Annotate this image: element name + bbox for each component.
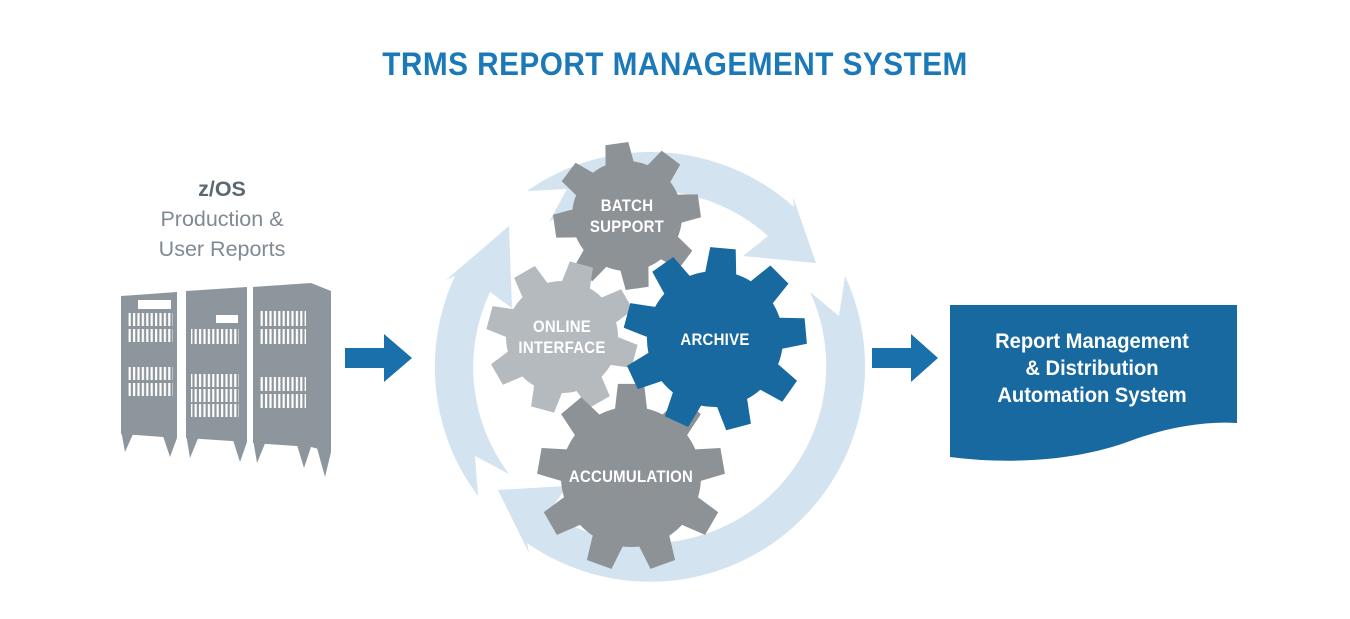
server-cabinet-2 (186, 287, 247, 442)
right-arrow-icon (872, 334, 938, 382)
output-box-line1: Report Management (995, 330, 1189, 353)
gear-label-batch-line1: BATCH (600, 196, 654, 215)
gear-label-accumulation-text: ACCUMULATION (568, 467, 694, 486)
server-foot (253, 439, 266, 463)
server-foot (317, 448, 331, 477)
server-foot (297, 445, 311, 468)
server-cabinet-1 (121, 292, 177, 438)
output-box (950, 305, 1237, 461)
gear-label-batch-line2: SUPPORT (589, 217, 665, 236)
right-arrow-icon (345, 334, 412, 382)
server-slot (138, 300, 171, 309)
server-foot (233, 440, 247, 462)
output-box-label: Report Management & Distribution Automat… (962, 328, 1221, 409)
gear-label-archive-text: ARCHIVE (680, 330, 750, 349)
source-label-line2: Production & (160, 207, 284, 231)
output-box-line2: & Distribution (1025, 357, 1159, 380)
gear-icon-online (486, 261, 638, 413)
server-foot (163, 436, 177, 457)
gear-label-online: ONLINE INTERFACE (500, 316, 623, 358)
gear-label-online-line2: INTERFACE (518, 338, 606, 357)
gear-label-accumulation: ACCUMULATION (561, 466, 702, 487)
gear-icon-accumulation (537, 383, 725, 569)
cycle-arc-left (434, 226, 512, 496)
server-foot (121, 430, 134, 452)
source-platform-label: z/OS (198, 177, 246, 201)
gear-label-archive: ARCHIVE (653, 329, 776, 350)
output-box-line3: Automation System (997, 384, 1187, 407)
source-label-line3: User Reports (158, 237, 286, 261)
gear-label-batch: BATCH SUPPORT (565, 195, 688, 237)
server-cabinet-3-side (311, 283, 331, 452)
mainframe-servers-icon (121, 283, 331, 477)
server-cabinet-3 (253, 283, 311, 447)
gear-label-online-line1: ONLINE (532, 317, 592, 336)
cycle-arc-right (498, 276, 866, 582)
server-slot (216, 315, 238, 323)
server-foot (186, 434, 199, 458)
source-label: z/OS Production & User Reports (122, 174, 322, 264)
server-vents (127, 311, 306, 417)
gear-icon-batch (553, 142, 701, 290)
gear-icon-archive (623, 247, 807, 431)
diagram-title: TRMS REPORT MANAGEMENT SYSTEM (382, 46, 968, 82)
